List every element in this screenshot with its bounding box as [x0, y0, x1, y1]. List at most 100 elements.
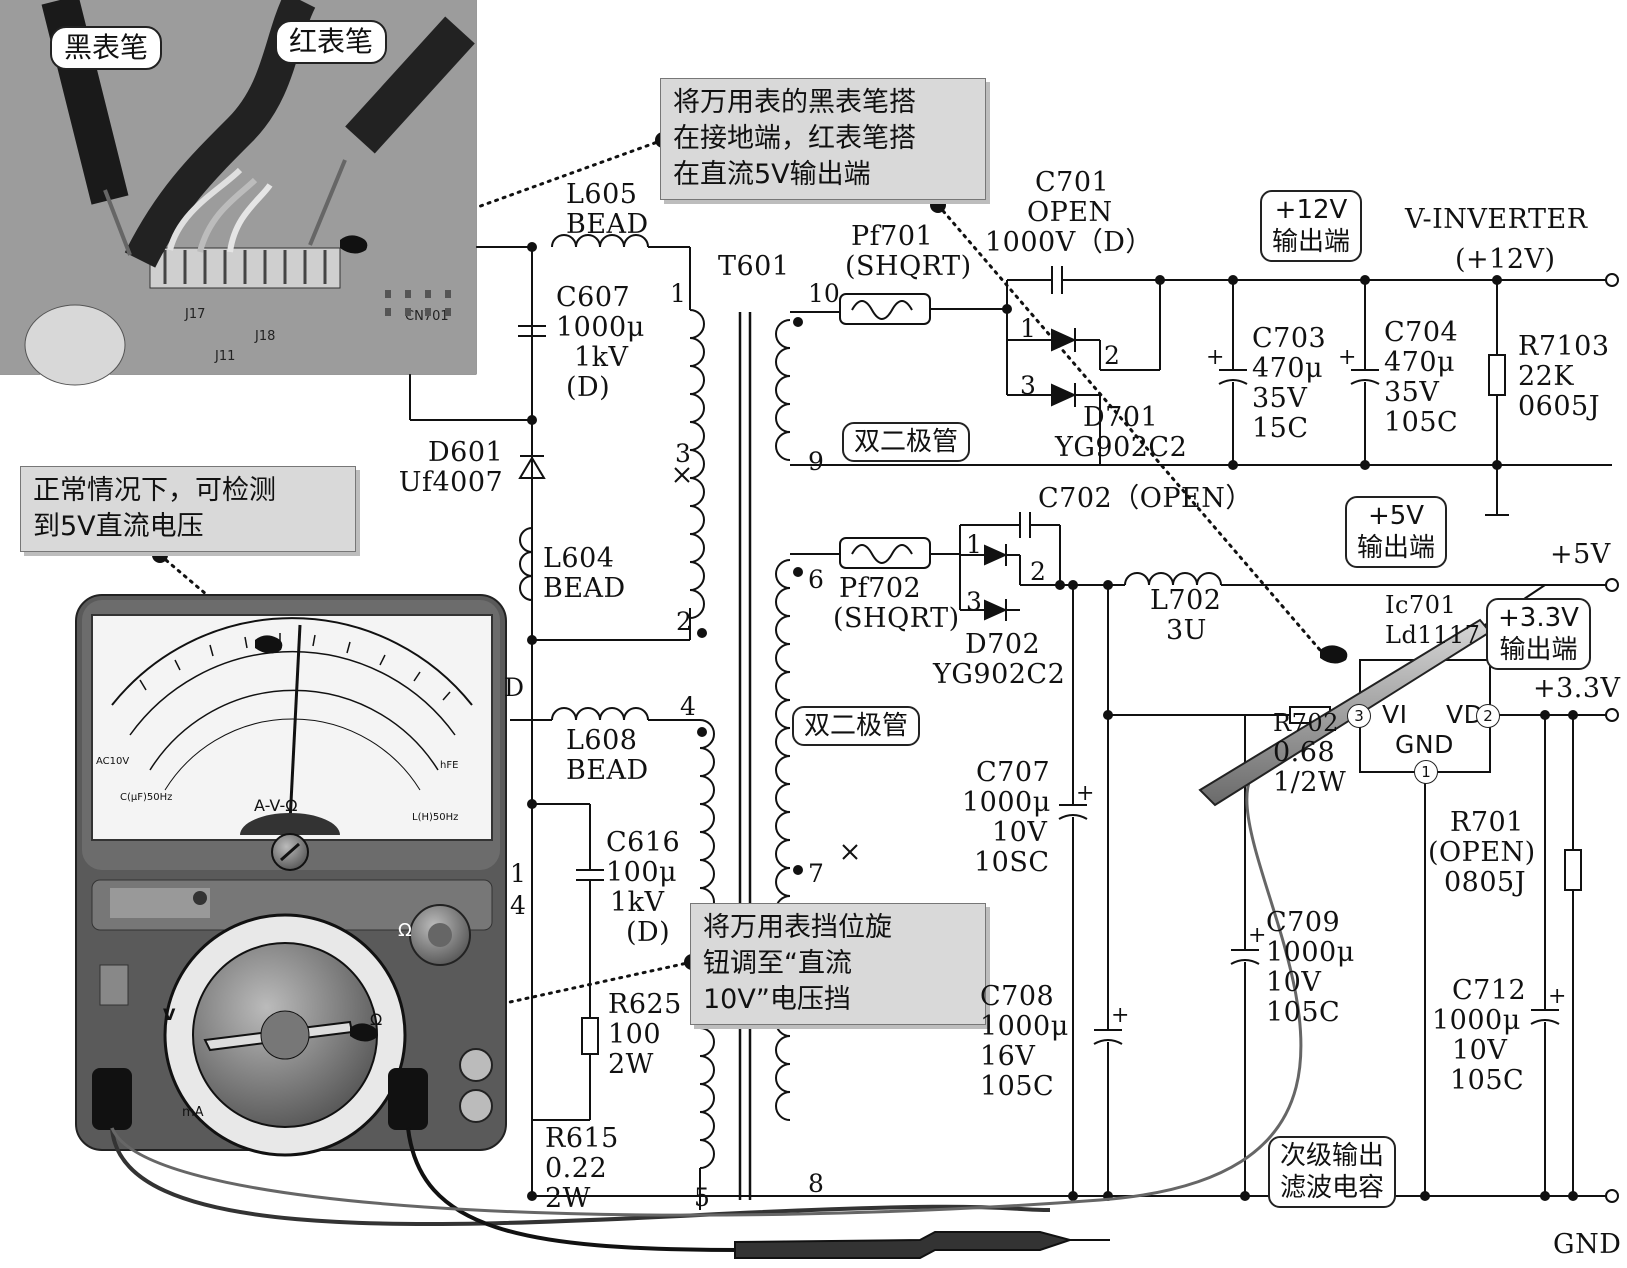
label-r701: R701(OPEN)0805J — [1428, 807, 1536, 898]
label-v-inverter: V-INVERTER — [1405, 204, 1588, 235]
junction-dots — [527, 242, 1578, 1201]
svg-text:+: + — [1248, 923, 1266, 948]
pin-7: 7 — [808, 859, 824, 888]
secondary-12v — [830, 266, 1612, 516]
left-pin-4: 4 — [510, 891, 526, 920]
pin-2: 2 — [676, 607, 692, 636]
bubble-12v-output: +12V 输出端 — [1260, 190, 1363, 262]
ic701-pin-vi: VI — [1382, 700, 1408, 729]
meter-ind-label: L(H)50Hz — [412, 812, 459, 823]
annotation-probe-placement: 将万用表的黑表笔搭 在接地端，红表笔搭 在直流5V输出端 — [660, 78, 986, 200]
probe-leads — [110, 758, 1303, 1252]
ic-pin-1: 1 — [1414, 760, 1438, 784]
bubble-dual-diode-d701: 双二极管 — [842, 422, 971, 462]
label-gnd: GND — [1553, 1229, 1622, 1260]
left-pin-d: D — [504, 673, 525, 702]
svg-text:+: + — [1076, 781, 1094, 806]
pin-1: 1 — [670, 279, 686, 308]
board-mark: CN701 — [405, 309, 449, 324]
label-pf701: Pf701(SHQRT) — [845, 221, 972, 282]
board-mark: J17 — [184, 307, 205, 322]
pin-6: 6 — [808, 565, 824, 594]
ic-pin-3: 3 — [1347, 704, 1371, 728]
transformer-secondary — [775, 311, 1612, 1121]
pin-5: 5 — [694, 1183, 710, 1212]
left-pin-1: 1 — [510, 859, 526, 888]
svg-text:+: + — [1206, 345, 1224, 370]
meter-hfe-label: hFE — [440, 760, 459, 771]
label-plus-5v: +5V — [1550, 539, 1611, 570]
pin-3: 3 — [675, 439, 691, 468]
meter-function-label: A-V-Ω — [254, 796, 298, 815]
d701-pin-1: 1 — [1020, 314, 1036, 343]
dial-v-label: V — [163, 1005, 176, 1024]
transformer-core — [738, 312, 752, 1200]
dial-ma-label: mA — [182, 1105, 204, 1120]
photo-inset: J17 J18 CN701 J11 — [0, 0, 477, 386]
zero-ohm-adjust-label: Ω — [398, 920, 412, 941]
pin-4: 4 — [680, 692, 696, 721]
label-plus-12v: (+12V) — [1455, 244, 1556, 275]
red-probe-tag: 红表笔 — [275, 20, 388, 64]
svg-text:+: + — [1548, 984, 1566, 1009]
bubble-filter-caps: 次级输出 滤波电容 — [1268, 1136, 1397, 1208]
hand-pointers — [255, 235, 1348, 1042]
multimeter — [75, 594, 507, 1157]
svg-text:+: + — [1111, 1003, 1129, 1028]
bubble-3v3-output: +3.3V 输出端 — [1486, 598, 1591, 670]
label-pf702: Pf702(SHQRT) — [833, 573, 960, 634]
ic701-pin-gnd: GND — [1395, 730, 1454, 759]
d702-pin-2: 2 — [1030, 557, 1046, 586]
meter-acv-label: AC10V — [96, 756, 130, 767]
dial-ohm-label: Ω — [370, 1010, 383, 1029]
bubble-dual-diode-d702: 双二极管 — [792, 706, 921, 746]
d701-pin-3: 3 — [1020, 371, 1036, 400]
d702-pin-1: 1 — [966, 530, 982, 559]
label-c702: C702（OPEN） — [1038, 483, 1253, 514]
label-plus-3v3: +3.3V — [1533, 673, 1621, 704]
meter-cap-label: C(μF)50Hz — [120, 792, 173, 803]
board-mark: J18 — [254, 329, 275, 344]
pin-9: 9 — [808, 447, 824, 476]
d702-pin-3: 3 — [966, 587, 982, 616]
ic-pin-2: 2 — [1476, 704, 1500, 728]
secondary-5v — [830, 512, 1612, 1196]
probe-black — [734, 1231, 1110, 1259]
no-connect-marks — [674, 467, 858, 860]
svg-text:+: + — [1338, 345, 1356, 370]
annotation-dial-setting: 将万用表挡位旋 钮调至“直流 10V”电压挡 — [690, 903, 986, 1025]
board-mark: J11 — [214, 349, 235, 364]
pin-8: 8 — [808, 1169, 824, 1198]
black-probe-tag: 黑表笔 — [50, 26, 163, 70]
pin-10: 10 — [808, 279, 840, 308]
label-t601: T601 — [718, 251, 790, 282]
polarity-marks: + + + + + + — [1076, 345, 1566, 1028]
bubble-5v-output: +5V 输出端 — [1345, 496, 1448, 568]
annotation-normal-reading: 正常情况下，可检测 到5V直流电压 — [20, 466, 356, 552]
output-terminals — [1605, 273, 1619, 1203]
d701-pin-2: 2 — [1104, 341, 1120, 370]
